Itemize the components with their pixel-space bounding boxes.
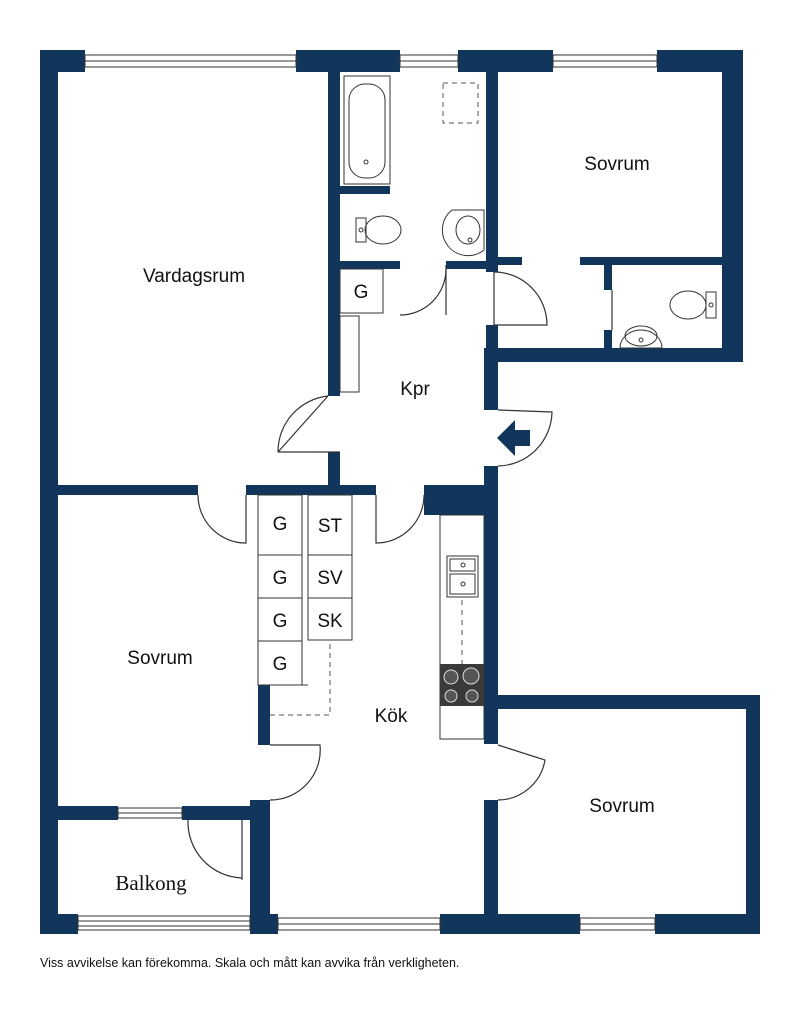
room-label-balkong: Balkong <box>115 871 187 895</box>
room-label-sovrum-se: Sovrum <box>589 796 654 817</box>
room-label-sovrum-ne: Sovrum <box>584 154 649 175</box>
storage-label-g1: G <box>273 514 288 535</box>
washbasin-icon <box>441 209 485 257</box>
shower-outline <box>442 82 479 124</box>
storage-label-hall-g: G <box>354 282 369 303</box>
toilet-icon <box>355 215 402 245</box>
room-label-sovrum-w: Sovrum <box>127 648 192 669</box>
walls <box>40 50 760 934</box>
windows <box>77 54 658 931</box>
storage-label-sv: SV <box>317 568 343 589</box>
storage-label-g3: G <box>273 611 288 632</box>
storage-label-g4: G <box>273 654 288 675</box>
toilet-icon <box>669 290 717 320</box>
storage-dashed <box>270 640 331 716</box>
room-label-kok: Kök <box>375 706 408 727</box>
entrance-arrow-icon <box>497 420 530 456</box>
floor-plan: Vardagsrum Sovrum Kpr Sovrum Kök Sovrum … <box>40 50 760 934</box>
hall-closet <box>339 268 384 393</box>
storage-label-st: ST <box>318 516 343 537</box>
storage-label-sk: SK <box>317 611 343 632</box>
kitchen-counter <box>439 514 485 740</box>
kitchen-sink-icon <box>446 555 479 598</box>
room-label-vardagsrum: Vardagsrum <box>143 266 245 287</box>
disclaimer-text: Viss avvikelse kan förekomma. Skala och … <box>40 956 460 970</box>
kitchen-storage <box>257 494 353 686</box>
room-label-kpr: Kpr <box>400 379 430 400</box>
bathtub-icon <box>343 75 391 185</box>
storage-label-g2: G <box>273 568 288 589</box>
doors <box>187 265 613 880</box>
washbasin-icon <box>619 325 663 349</box>
stove-icon <box>440 664 484 706</box>
entrance-door[interactable] <box>497 409 553 467</box>
